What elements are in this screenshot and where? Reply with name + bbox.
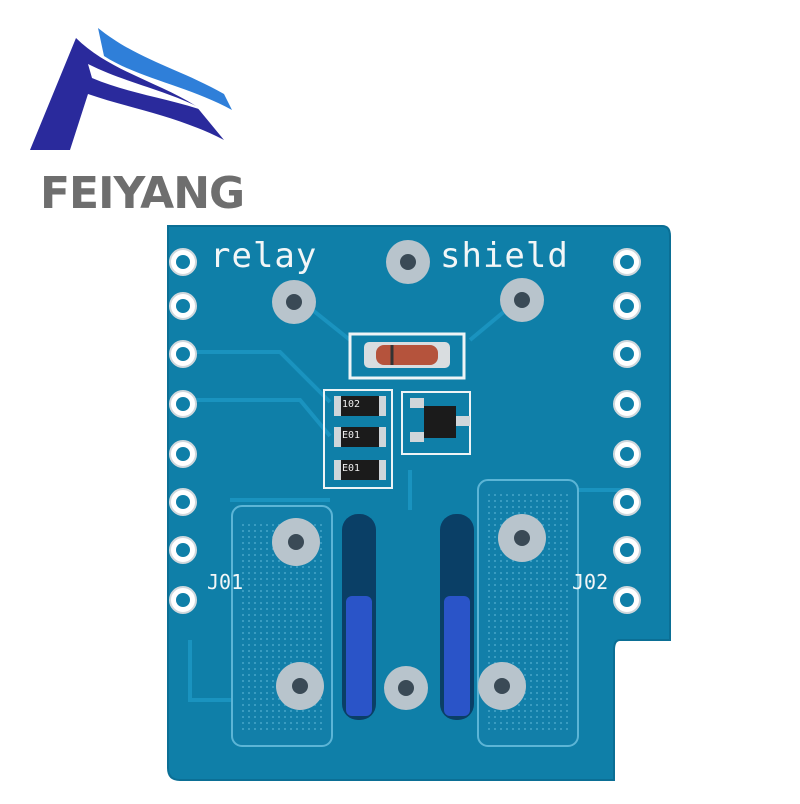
brand-name: FEIYANG	[40, 168, 245, 219]
diode	[348, 332, 466, 380]
solder-joints	[272, 240, 546, 710]
jumper-j01-label: J01	[207, 570, 244, 594]
resistors	[323, 389, 393, 489]
resistor-code: E01	[341, 463, 361, 474]
resistor-code: E01	[341, 430, 361, 441]
transistor	[401, 391, 471, 455]
feiyang-logo: FEIYANG	[18, 20, 248, 219]
jumper-j02-label: J02	[572, 570, 609, 594]
isolation-slots	[342, 514, 474, 720]
resistor-code: 102	[341, 399, 361, 410]
silkscreen-shield-label: shield	[440, 236, 569, 276]
silkscreen-relay-label: relay	[210, 236, 318, 276]
logo-swoosh-icon	[30, 28, 232, 150]
